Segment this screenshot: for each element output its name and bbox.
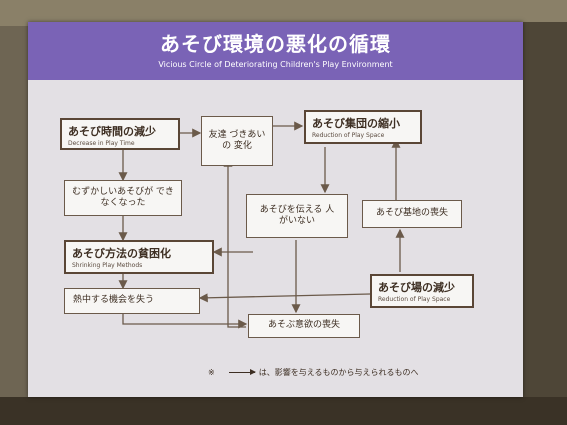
node-decrease-play-time: あそび時間の減少 Decrease in Play Time	[60, 118, 180, 150]
node-lose-absorption: 熱中する機会を失う	[64, 288, 200, 314]
node-label: あそび時間の減少	[68, 125, 156, 138]
node-label: あそび基地の喪失	[375, 208, 448, 219]
node-label: あそび集団の縮小	[312, 117, 400, 130]
node-label: むずかしいあそびが できなくなった	[72, 186, 174, 208]
node-label-en: Decrease in Play Time	[68, 139, 135, 147]
node-label: 友達 づきあいの 変化	[208, 129, 266, 151]
node-label-en: Reduction of Play Space	[312, 131, 385, 139]
legend-note: ※ は、影響を与えるものから与えられるものへ	[208, 367, 418, 378]
node-label: あそびを伝える 人がいない	[259, 204, 335, 226]
slide-subtitle: Vicious Circle of Deteriorating Children…	[158, 60, 393, 69]
connector-layer	[118, 121, 405, 329]
node-label-en: Shrinking Play Methods	[72, 261, 143, 269]
node-difficult-play: むずかしいあそびが できなくなった	[64, 180, 182, 216]
wall	[0, 0, 567, 26]
slide-title: あそび環境の悪化の循環	[160, 32, 391, 56]
node-motivation-loss: あそぶ意欲の喪失	[248, 314, 360, 338]
arrow-place-to-absorb	[198, 293, 371, 303]
note-mark: ※	[208, 368, 215, 377]
arrow-motivation-to-friends	[223, 157, 246, 328]
arrow-absorb-to-motivation	[122, 314, 248, 329]
node-group-shrink: あそび集団の縮小 Reduction of Play Space	[304, 110, 422, 144]
node-label-en: Reduction of Play Space	[378, 295, 451, 303]
node-label: あそび方法の貧困化	[72, 247, 171, 260]
node-place-decrease: あそび場の減少 Reduction of Play Space	[370, 274, 474, 308]
node-no-teacher: あそびを伝える 人がいない	[246, 194, 348, 238]
node-label: 熱中する機会を失う	[73, 295, 155, 306]
node-friendship-change: 友達 づきあいの 変化	[201, 116, 273, 166]
slide-header: あそび環境の悪化の循環 Vicious Circle of Deteriorat…	[28, 22, 523, 80]
node-label: あそび場の減少	[378, 281, 455, 294]
wall-shadow	[523, 22, 567, 402]
node-label: あそぶ意欲の喪失	[267, 320, 340, 331]
screen-frame-bottom	[0, 397, 567, 425]
node-base-loss: あそび基地の喪失	[362, 200, 462, 228]
note-text: は、影響を与えるものから与えられるものへ	[258, 368, 419, 377]
projected-slide: あそび環境の悪化の循環 Vicious Circle of Deteriorat…	[28, 22, 523, 397]
node-shrinking-methods: あそび方法の貧困化 Shrinking Play Methods	[64, 240, 214, 274]
legend-arrow-icon	[228, 369, 256, 375]
